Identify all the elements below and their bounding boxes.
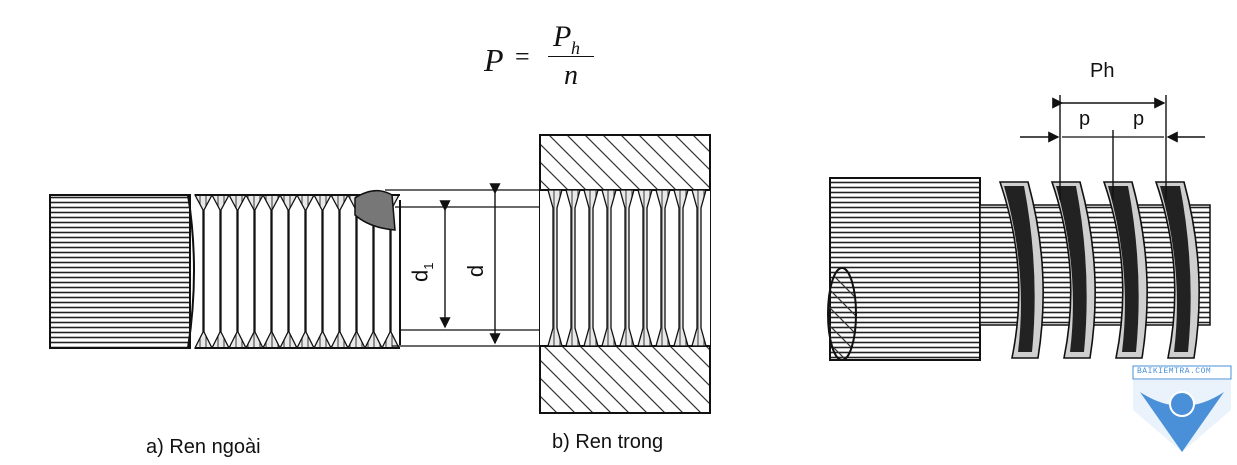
internal-thread-tooth: [583, 189, 599, 347]
internal-thread-teeth: [547, 189, 707, 347]
internal-thread-tooth: [565, 189, 581, 347]
formula-numerator-subscript: h: [571, 38, 580, 58]
extension-lines: [385, 189, 545, 347]
internal-thread-tooth: [673, 189, 689, 347]
formula-equals: =: [515, 42, 530, 71]
helical-screw: [827, 177, 1211, 361]
internal-thread-tooth: [547, 189, 563, 347]
external-thread-tooth: [261, 194, 282, 349]
label-p-second: p: [1133, 108, 1145, 130]
label-ph: Ph: [1090, 60, 1115, 82]
external-thread-tooth: [278, 194, 299, 349]
external-thread-tooth: [227, 194, 248, 349]
external-thread-tooth: [295, 194, 316, 349]
formula-lhs: P: [484, 42, 504, 78]
internal-thread-tooth: [691, 189, 707, 347]
caption-external-thread: a) Ren ngoài: [146, 436, 261, 458]
external-thread-tooth: [244, 194, 265, 349]
external-thread-tooth: [329, 194, 350, 349]
label-d: d: [463, 264, 489, 278]
formula-numerator: P: [553, 20, 572, 53]
external-thread-teeth: [193, 194, 401, 349]
thread-cutaway: [354, 189, 396, 231]
internal-thread-tooth: [619, 189, 635, 347]
external-thread-tooth: [193, 194, 214, 349]
external-thread-bolt: [49, 189, 401, 349]
pitch-dimensions: [1020, 95, 1205, 200]
internal-thread-tooth: [655, 189, 671, 347]
external-thread-tooth: [210, 194, 231, 349]
caption-internal-thread: b) Ren trong: [552, 431, 664, 453]
label-p-first: p: [1079, 108, 1091, 130]
label-d1: d1: [407, 262, 436, 282]
watermark-text: BAIKIEMTRA.COM: [1137, 367, 1212, 376]
diameter-dimensions: [439, 183, 501, 345]
internal-thread-nut: [539, 134, 711, 414]
fraction-bar: [548, 56, 594, 57]
internal-thread-tooth: [637, 189, 653, 347]
internal-thread-tooth: [601, 189, 617, 347]
external-thread-tooth: [312, 194, 333, 349]
helix-turns: [998, 181, 1200, 359]
watermark-logo: [1132, 365, 1232, 452]
formula-denominator: n: [564, 60, 578, 91]
